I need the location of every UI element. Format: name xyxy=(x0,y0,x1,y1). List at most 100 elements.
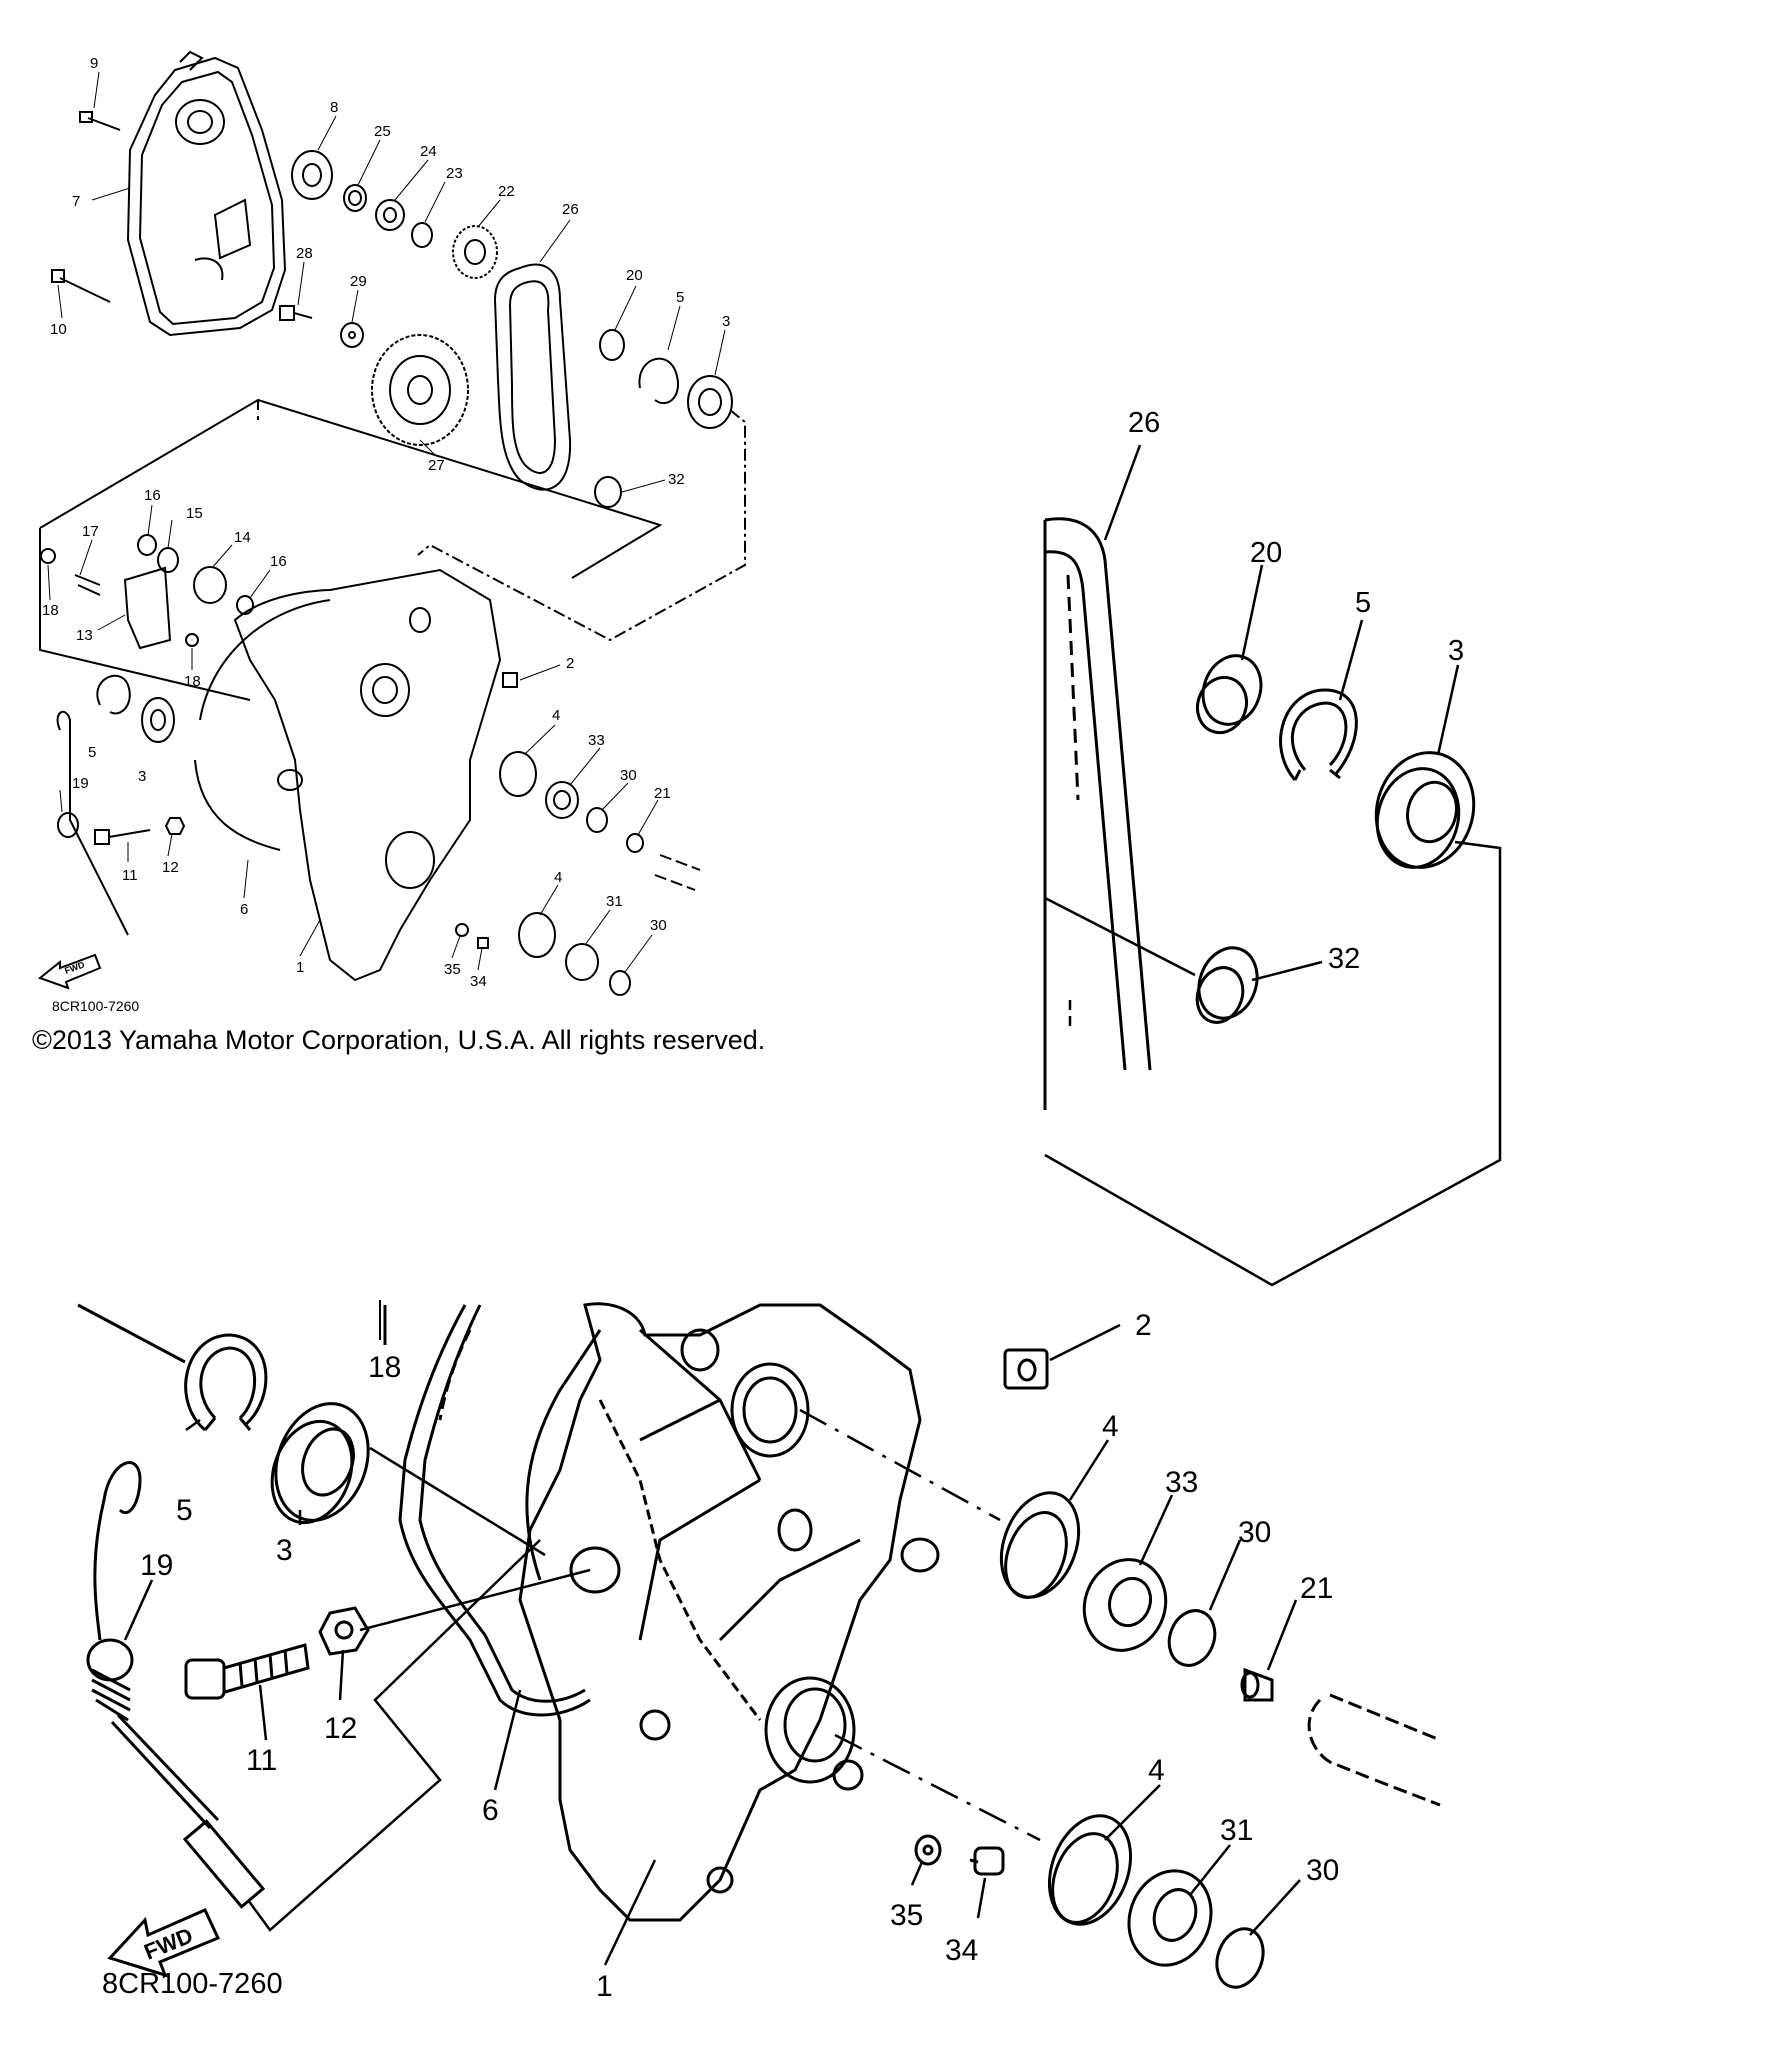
ov-label-10: 10 xyxy=(50,321,67,338)
ov-label-30b: 30 xyxy=(650,917,667,934)
ov-label-25: 25 xyxy=(374,123,391,140)
ov-label-16a: 16 xyxy=(144,487,161,504)
washer-29 xyxy=(341,323,363,347)
roller-14 xyxy=(194,567,226,603)
zl-ring-30b xyxy=(1209,1922,1271,1993)
sprocket-27 xyxy=(372,335,468,445)
ov-label-26: 26 xyxy=(562,201,579,218)
zl-label-35: 35 xyxy=(890,1899,923,1932)
shaft xyxy=(655,855,700,890)
zl-label-31: 31 xyxy=(1220,1814,1253,1847)
zl-seal-31 xyxy=(1116,1859,1224,1977)
nut-16b xyxy=(237,596,253,614)
chain-case-1 xyxy=(195,570,500,980)
circlip-5 xyxy=(639,359,678,404)
zl-label-6: 6 xyxy=(482,1794,499,1827)
zl-label-30b: 30 xyxy=(1306,1854,1339,1887)
ov-label-20: 20 xyxy=(626,267,643,284)
zl-label-18: 18 xyxy=(368,1351,401,1384)
plug-21 xyxy=(627,834,643,852)
diagram-code-small: 8CR100-7260 xyxy=(52,998,140,1014)
washer-35 xyxy=(456,924,468,936)
copyright-notice: ©2013 Yamaha Motor Corporation, U.S.A. A… xyxy=(32,1025,766,1055)
ring-30a xyxy=(587,808,607,832)
ov-label-8: 8 xyxy=(330,99,338,116)
zu-label-20: 20 xyxy=(1250,537,1282,569)
zoom-upper-lines xyxy=(1045,445,1500,1285)
ov-label-11: 11 xyxy=(122,867,138,884)
seal-4a xyxy=(500,752,536,796)
bearing-8 xyxy=(292,151,332,199)
zl-label-33: 33 xyxy=(1165,1466,1198,1499)
ov-label-21: 21 xyxy=(654,785,671,802)
zl-dipstick-19 xyxy=(88,1463,263,1907)
zoom-lower-diagram xyxy=(78,1304,1440,1994)
ov-label-31: 31 xyxy=(606,893,623,910)
pin-17 xyxy=(75,575,100,595)
overview-diagram xyxy=(40,52,745,995)
ov-label-5-left: 5 xyxy=(88,744,96,761)
ov-label-30a: 30 xyxy=(620,767,637,784)
ov-label-32: 32 xyxy=(668,471,685,488)
bolt-28 xyxy=(280,306,312,320)
ov-label-9: 9 xyxy=(90,55,98,72)
bolt-10 xyxy=(52,270,110,302)
sprocket-22 xyxy=(453,226,497,278)
seal-33 xyxy=(546,782,578,818)
ov-label-4b: 4 xyxy=(554,869,562,886)
zl-label-2: 2 xyxy=(1135,1309,1152,1342)
zl-washer-35 xyxy=(916,1836,940,1864)
zoom-seal-32 xyxy=(1189,940,1266,1029)
ov-label-34: 34 xyxy=(470,973,487,990)
zl-shaft xyxy=(1309,1695,1440,1805)
ov-label-5: 5 xyxy=(676,289,684,306)
ov-label-27: 27 xyxy=(428,457,445,474)
ov-label-1: 1 xyxy=(296,959,304,976)
zl-label-4a: 4 xyxy=(1102,1410,1119,1443)
zu-label-5: 5 xyxy=(1355,587,1371,619)
ov-label-18a: 18 xyxy=(42,602,59,619)
zoom-upper-labels: 26 20 5 3 32 xyxy=(1128,407,1464,975)
nut-12 xyxy=(166,818,184,834)
ov-label-17: 17 xyxy=(82,523,99,540)
zl-chain-case-1 xyxy=(520,1304,938,1920)
dipstick-19 xyxy=(58,712,128,935)
zl-label-1: 1 xyxy=(596,1970,613,2003)
collar-20 xyxy=(600,330,624,360)
zl-seal-33 xyxy=(1072,1548,1179,1662)
nut-2 xyxy=(503,673,517,687)
zl-label-21: 21 xyxy=(1300,1572,1333,1605)
overview-leaders xyxy=(48,72,725,972)
chain-26 xyxy=(495,265,570,490)
zu-label-26: 26 xyxy=(1128,407,1160,439)
ov-label-14: 14 xyxy=(234,529,251,546)
zl-gasket-6 xyxy=(400,1305,590,1715)
zl-label-34: 34 xyxy=(945,1934,978,1967)
ov-label-33: 33 xyxy=(588,732,605,749)
seal-32 xyxy=(595,477,621,507)
zl-label-4b: 4 xyxy=(1148,1754,1165,1787)
washer-23 xyxy=(412,223,432,247)
zl-nut-12 xyxy=(320,1608,368,1654)
bearing-3 xyxy=(688,376,732,428)
ov-label-6: 6 xyxy=(240,901,248,918)
zl-bolt-34 xyxy=(970,1848,1003,1874)
bolt-9 xyxy=(80,112,120,130)
ov-label-24: 24 xyxy=(420,143,437,160)
ov-label-29: 29 xyxy=(350,273,367,290)
zl-seal-4b xyxy=(1035,1804,1145,1935)
nut-24 xyxy=(376,200,404,230)
washer-25 xyxy=(344,185,366,211)
diagram-code-large: 8CR100-7260 xyxy=(102,1968,283,2000)
nut-18b xyxy=(186,634,198,646)
ov-label-2: 2 xyxy=(566,655,574,672)
seal-4b xyxy=(519,913,555,957)
zl-nut-2 xyxy=(1005,1350,1047,1388)
zl-bearing-3 xyxy=(259,1391,384,1534)
zoom-bearing-3 xyxy=(1364,742,1487,879)
ov-label-7: 7 xyxy=(72,193,80,210)
ov-label-4a: 4 xyxy=(552,707,560,724)
seal-31 xyxy=(566,944,598,980)
ring-30b xyxy=(610,971,630,995)
zl-bolt-11 xyxy=(186,1645,308,1698)
